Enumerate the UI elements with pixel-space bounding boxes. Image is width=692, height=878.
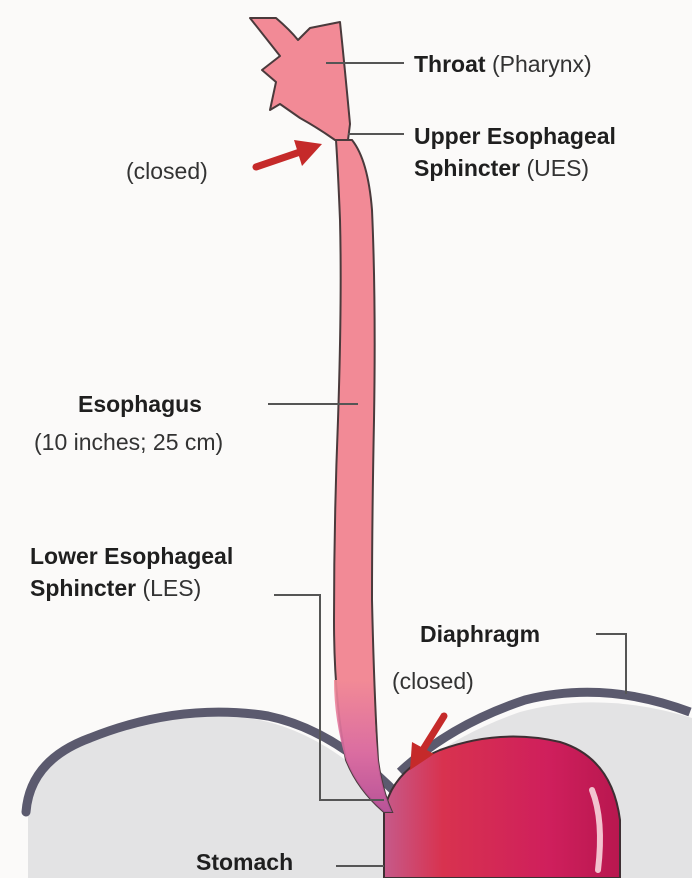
ues-label: Upper Esophageal Sphincter (UES) bbox=[414, 120, 616, 184]
esophagus-length: (10 inches; 25 cm) bbox=[34, 426, 223, 458]
diaphragm-leader bbox=[596, 634, 626, 694]
diaphragm-label: Diaphragm bbox=[420, 618, 540, 650]
throat-pharynx bbox=[250, 18, 350, 140]
ues-arrow bbox=[256, 140, 322, 167]
esophagus-label: Esophagus bbox=[78, 388, 202, 420]
les-label: Lower Esophageal Sphincter (LES) bbox=[30, 540, 233, 604]
throat-label: Throat (Pharynx) bbox=[414, 48, 592, 80]
ues-closed-annotation: (closed) bbox=[126, 158, 208, 185]
stomach-label: Stomach bbox=[196, 846, 293, 878]
les-closed-annotation: (closed) bbox=[392, 668, 474, 695]
